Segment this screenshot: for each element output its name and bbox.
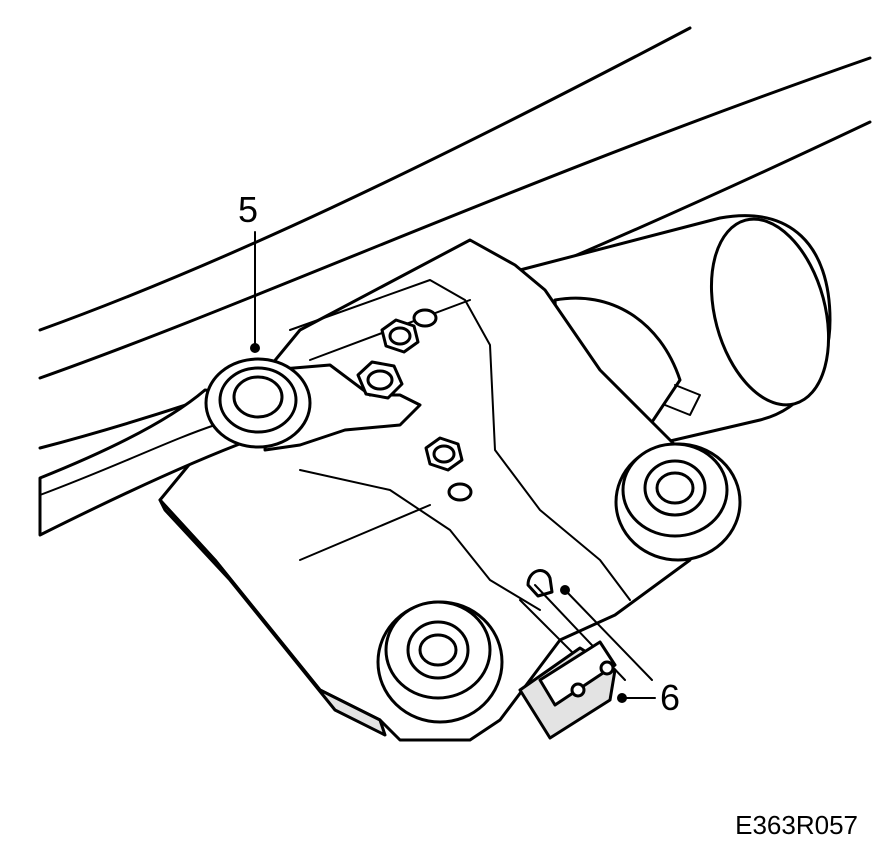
bolt-1 (380, 318, 420, 354)
grommet-right (614, 442, 742, 562)
mounting-bolts (356, 318, 464, 472)
mounting-plate (144, 238, 702, 742)
pivot-bushing (204, 357, 312, 449)
callout-5: 5 (238, 189, 258, 230)
callout-leaders (250, 231, 656, 703)
bolt-3 (424, 436, 464, 472)
bolt-2 (356, 360, 404, 400)
figure-code: E363R057 (735, 810, 858, 840)
rubber-grommets (376, 442, 742, 724)
grommet-left (376, 600, 504, 724)
callout-6: 6 (660, 677, 680, 718)
connector-assembly (518, 569, 626, 740)
